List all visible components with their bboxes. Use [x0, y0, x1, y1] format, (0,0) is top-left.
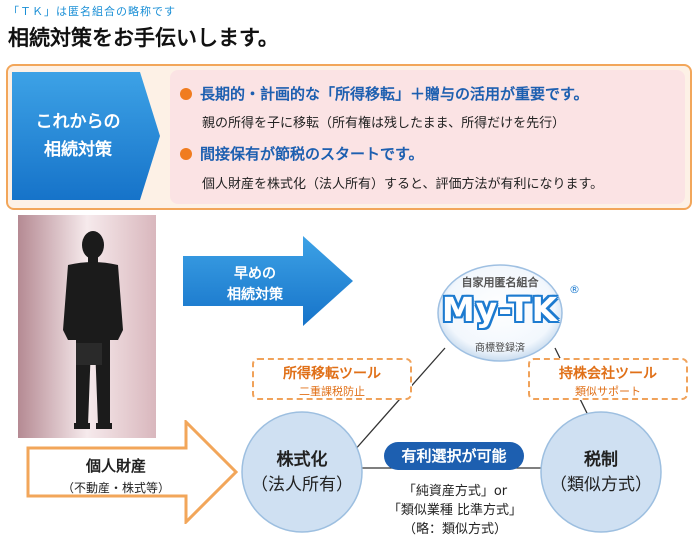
personal-assets-line2: （不動産・株式等）	[61, 481, 170, 495]
income-transfer-tool-box: 所得移転ツール 二重課税防止	[252, 358, 412, 400]
bullet-head-2: 間接保有が節税のスタートです。	[200, 145, 424, 163]
tax-system-line1: 税制	[584, 450, 618, 470]
logo-caption: 自家用匿名組合	[461, 276, 539, 289]
early-measures-line1: 早めの	[234, 266, 276, 282]
tax-system-line2: （類似方式）	[550, 475, 652, 495]
valuation-method-line2: 「類似業種 比準方式」	[387, 503, 523, 518]
bullet-dot-2	[180, 148, 192, 160]
registered-mark: ®	[569, 283, 580, 296]
panel-label: これからの 相続対策	[18, 108, 138, 164]
advantageous-choice-badge: 有利選択が可能	[384, 442, 524, 470]
tax-system-circle	[540, 411, 662, 533]
early-measures-line2: 相続対策	[227, 287, 283, 303]
holding-company-tool-sub: 類似サポート	[575, 385, 641, 398]
income-transfer-tool-sub: 二重課税防止	[299, 385, 365, 398]
incorporation-circle	[241, 411, 363, 533]
valuation-methods: 「純資産方式」or 「類似業種 比準方式」 （略：類似方式）	[360, 482, 550, 539]
personal-assets-label: 個人財産 （不動産・株式等）	[36, 455, 196, 496]
panel-label-line1: これからの	[35, 112, 121, 132]
holding-company-tool-title: 持株会社ツール	[559, 366, 657, 382]
page-title: 相続対策をお手伝いします。	[8, 26, 279, 50]
bullet-head-1: 長期的・計画的な「所得移転」＋贈与の活用が重要です。	[200, 85, 589, 103]
valuation-method-line3: （略：類似方式）	[402, 522, 507, 537]
tax-system-label: 税制 （類似方式）	[539, 448, 663, 498]
valuation-method-line1: 「純資産方式」or	[402, 484, 508, 499]
my-tk-logo-text: My-TK	[441, 290, 559, 329]
abbreviation-note: 「ＴＫ」は匿名組合の略称です	[8, 5, 176, 18]
income-transfer-tool-title: 所得移転ツール	[283, 366, 381, 382]
incorporation-label: 株式化 （法人所有）	[240, 448, 364, 498]
holding-company-tool-box: 持株会社ツール 類似サポート	[528, 358, 688, 400]
personal-assets-arrow	[26, 420, 238, 524]
bullet-dot-1	[180, 88, 192, 100]
incorporation-line1: 株式化	[276, 450, 328, 470]
bullet-sub-1: 親の所得を子に移転（所有権は残したまま、所得だけを先行）	[202, 116, 566, 131]
early-measures-arrow	[183, 236, 353, 326]
incorporation-line2: （法人所有）	[251, 475, 353, 495]
my-tk-logo-circle	[437, 264, 563, 362]
personal-assets-line1: 個人財産	[85, 457, 146, 475]
bullet-sub-2: 個人財産を株式化（法人所有）すると、評価方法が有利になります。	[202, 177, 604, 192]
panel-label-arrow	[12, 72, 160, 200]
businessman-silhouette-image	[18, 215, 156, 438]
trademark-registered-note: 商標登録済	[475, 343, 525, 354]
early-measures-label: 早めの 相続対策	[200, 264, 310, 306]
panel-label-line2: 相続対策	[44, 140, 112, 160]
info-panel-body	[170, 70, 685, 204]
